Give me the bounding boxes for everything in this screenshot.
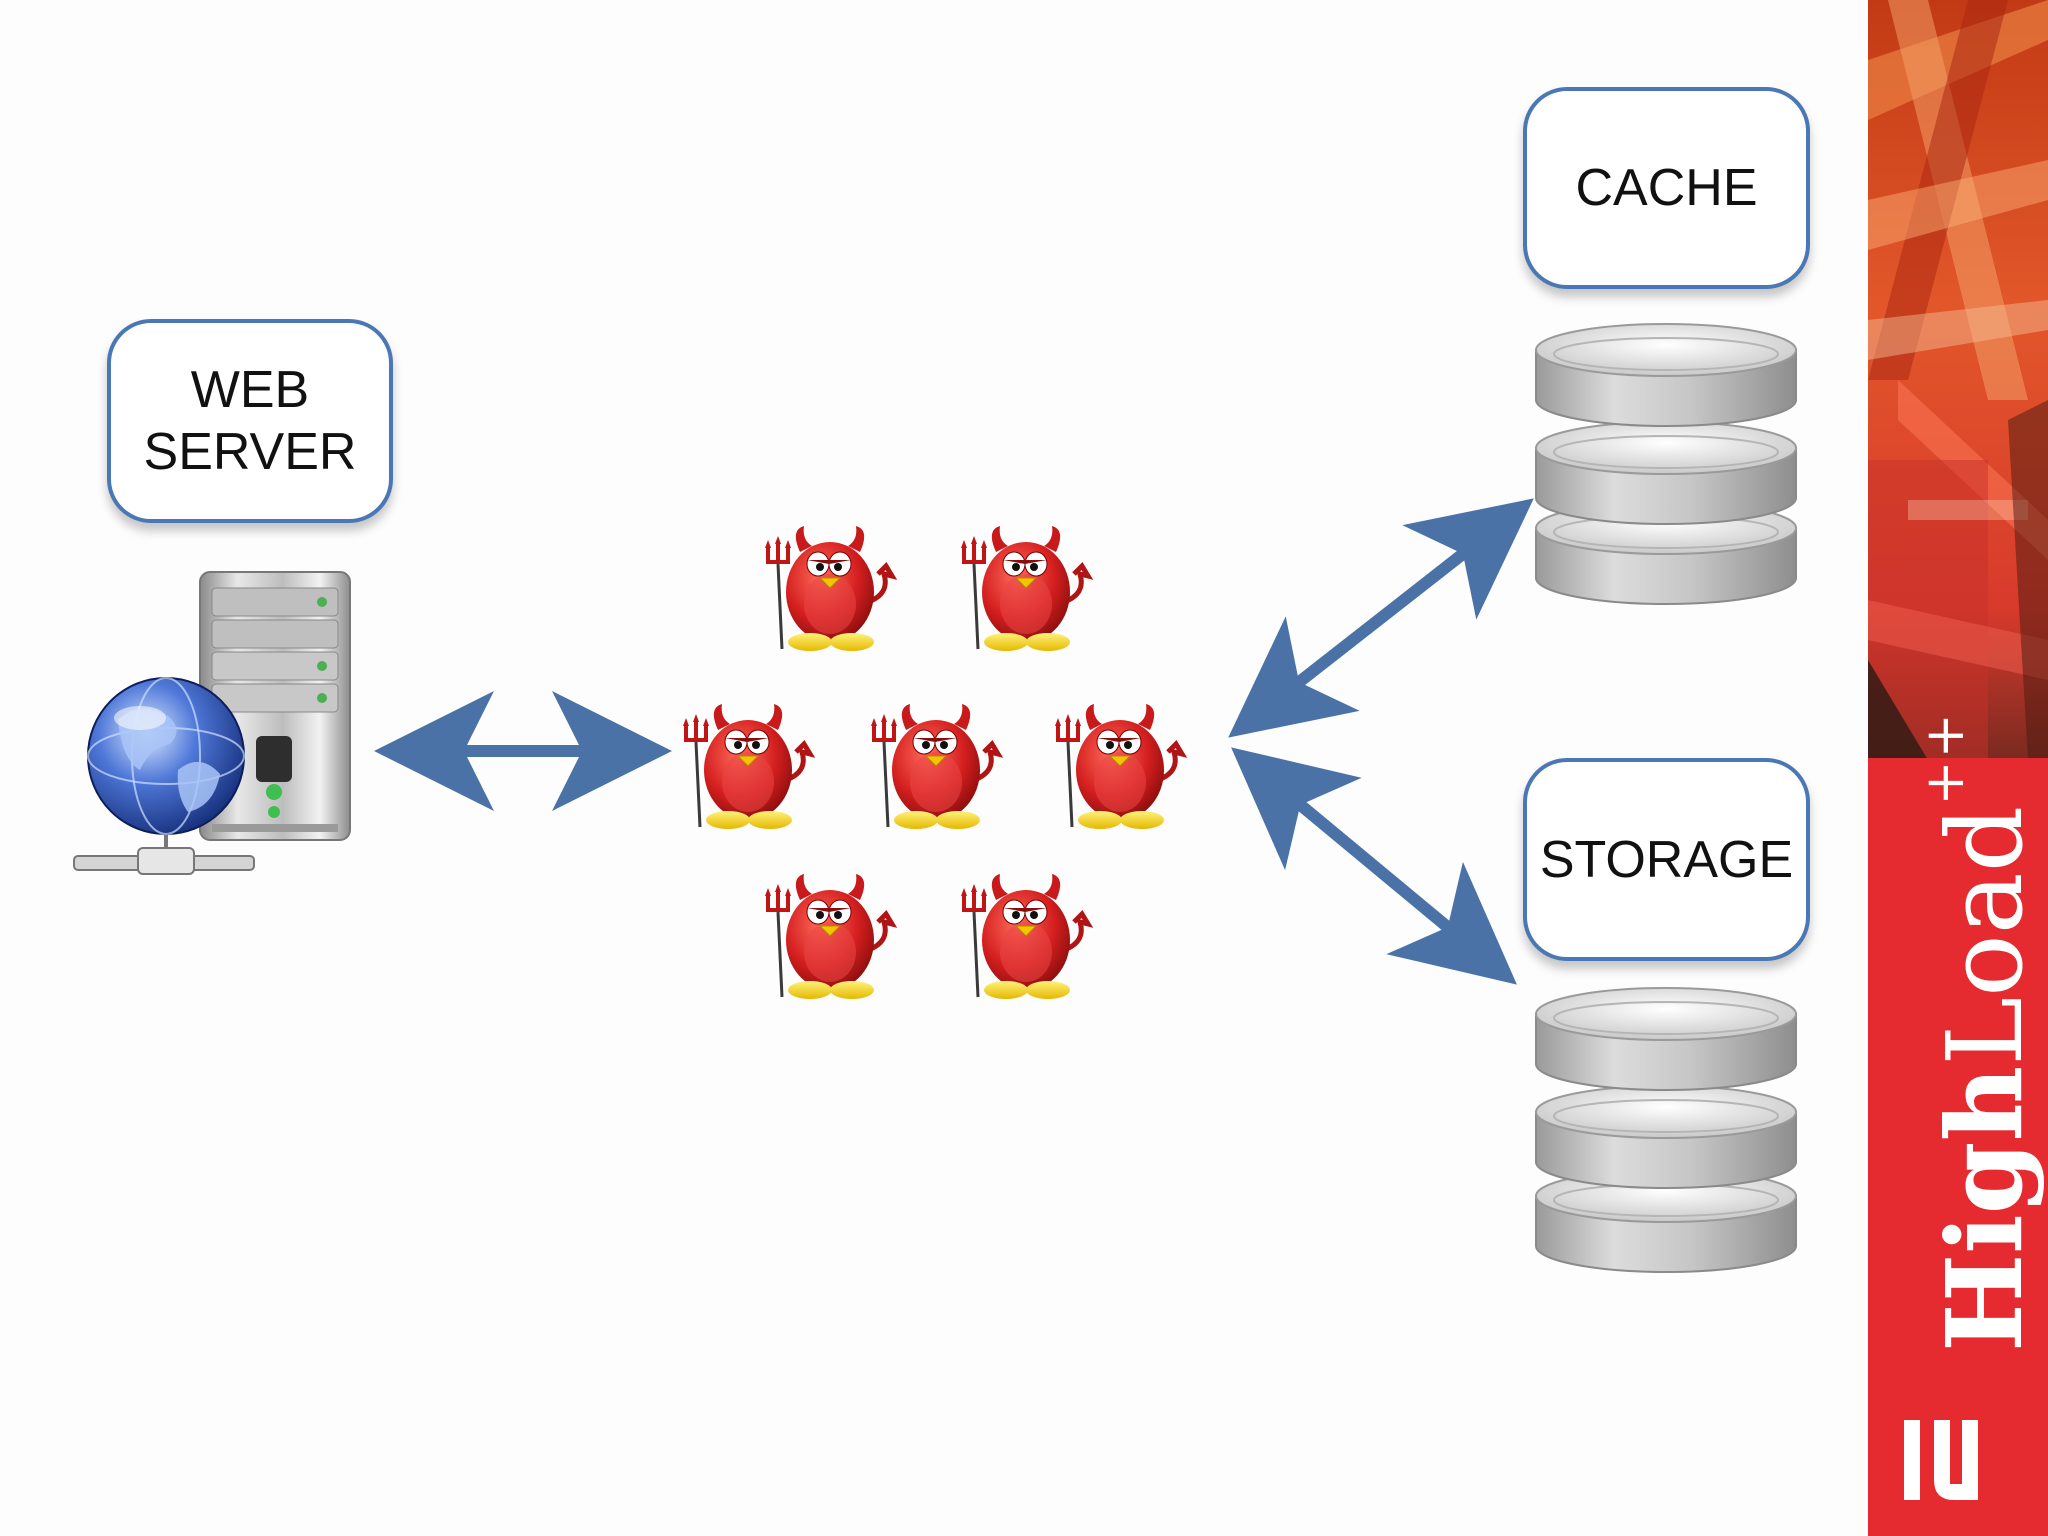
- cache-box: CACHE: [1523, 87, 1810, 289]
- decorative-sidebar: [1868, 0, 2048, 1536]
- devil-worker-icon: [1055, 704, 1182, 829]
- worker-daemons: [683, 526, 1182, 999]
- brand-panel: [1868, 758, 2048, 1536]
- devil-worker-icon: [961, 874, 1088, 999]
- web-server-illustration: [73, 571, 351, 875]
- brand-name: HighLoad++: [1890, 711, 2046, 1352]
- cache-database-icon: [1535, 323, 1797, 605]
- devil-worker-icon: [961, 526, 1088, 651]
- arrow-workers-storage: [1231, 747, 1517, 985]
- abstract-architecture-image: [1868, 0, 2048, 760]
- cache-label: CACHE: [1575, 159, 1758, 217]
- connection-arrows: [374, 498, 1534, 985]
- brand-logo-icon: [1904, 1420, 1978, 1500]
- devil-worker-icon: [683, 704, 810, 829]
- devil-worker-icon: [765, 874, 892, 999]
- web-server-label: WEB SERVER: [143, 361, 357, 481]
- brand-name-bold: High: [1923, 1065, 2046, 1352]
- web-server-box: WEB SERVER: [107, 319, 393, 523]
- storage-label: STORAGE: [1539, 830, 1794, 889]
- brand-suffix: ++: [1913, 711, 1976, 806]
- devil-worker-icon: [765, 526, 892, 651]
- devil-worker-icon: [871, 704, 998, 829]
- arrow-workers-cache: [1228, 498, 1534, 738]
- storage-box: STORAGE: [1523, 758, 1810, 961]
- storage-database-icon: [1535, 987, 1797, 1273]
- brand-name-regular: Load: [1924, 805, 2046, 1066]
